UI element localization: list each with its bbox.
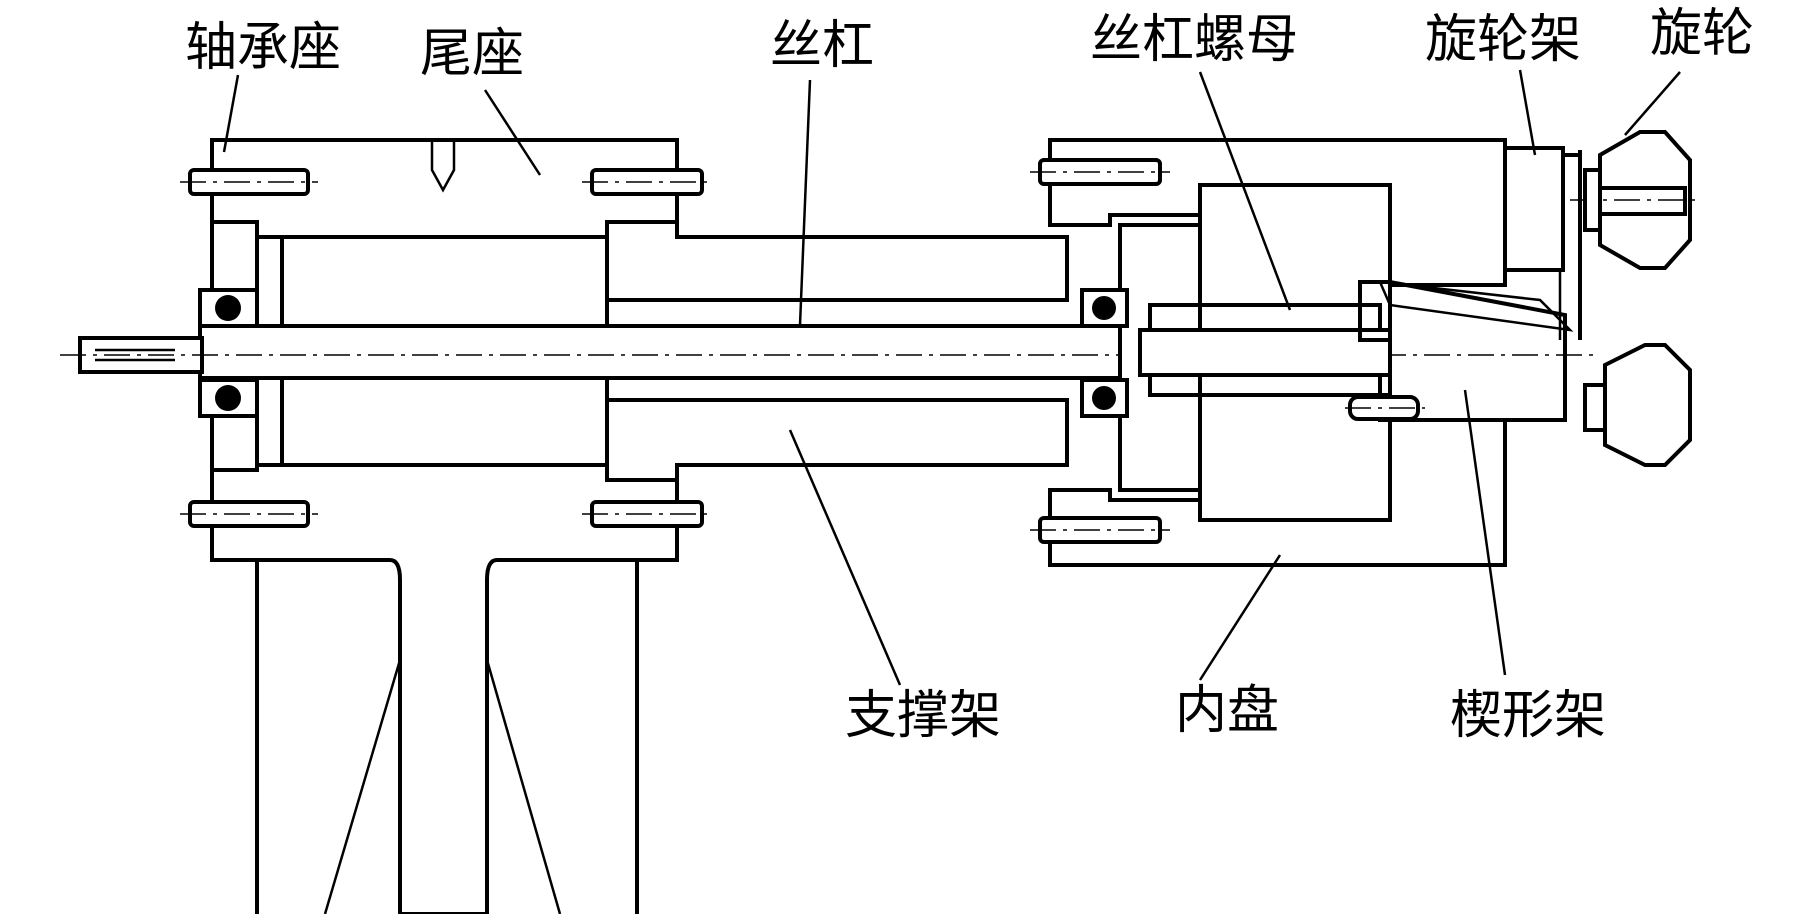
bearings-right bbox=[1080, 288, 1129, 418]
label-spinning-wheel: 旋轮 bbox=[1650, 4, 1755, 64]
bolts-right bbox=[1030, 158, 1170, 544]
label-inner-disk: 内盘 bbox=[1175, 681, 1280, 741]
spinning-wheels bbox=[1570, 130, 1700, 467]
support-frame-body bbox=[605, 220, 1069, 482]
wedge-frame-body bbox=[1345, 280, 1574, 422]
label-support-frame: 支撑架 bbox=[845, 686, 1002, 746]
label-lead-screw-nut: 丝杠螺母 bbox=[1090, 10, 1299, 70]
label-wheel-frame: 旋轮架 bbox=[1425, 10, 1582, 70]
label-lead-screw: 丝杠 bbox=[770, 16, 875, 76]
label-tailstock: 尾座 bbox=[420, 24, 525, 84]
wheel-frame-body bbox=[1503, 146, 1582, 340]
bolts-left bbox=[180, 168, 712, 528]
lead-screw-shaft bbox=[60, 324, 1600, 380]
bearings-left bbox=[198, 288, 259, 418]
label-wedge-frame: 楔形架 bbox=[1450, 686, 1607, 746]
label-bearing-seat: 轴承座 bbox=[185, 18, 342, 78]
leader-lines bbox=[222, 69, 1681, 686]
